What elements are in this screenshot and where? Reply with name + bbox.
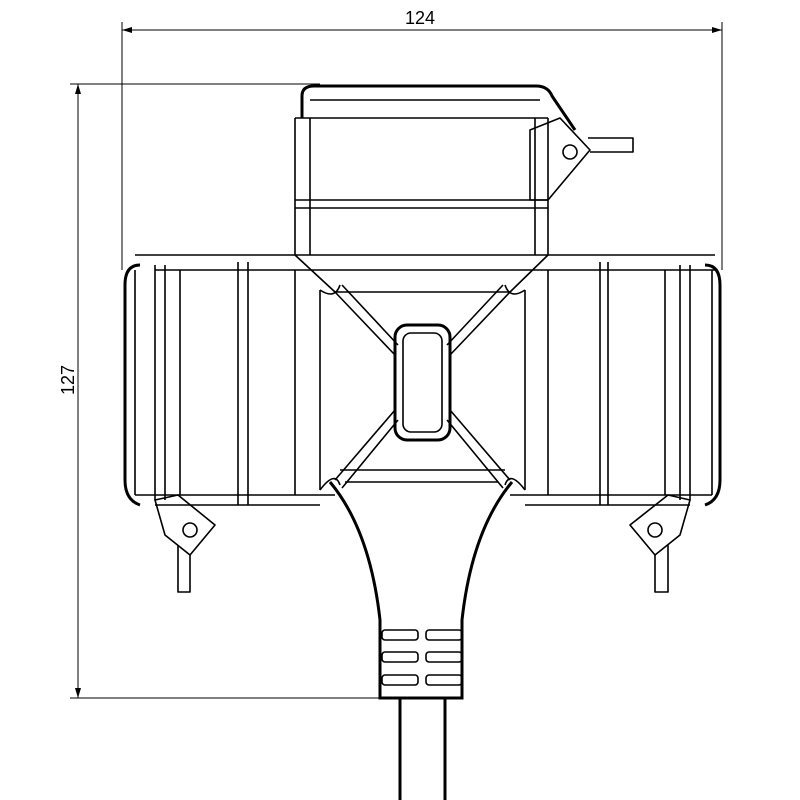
width-label: 124 <box>405 8 435 28</box>
center-button <box>393 323 452 442</box>
left-socket <box>123 262 341 507</box>
height-label: 127 <box>58 365 78 395</box>
plug-strain-relief <box>328 481 514 700</box>
right-hinge <box>629 494 691 593</box>
grip-ridges <box>381 629 463 686</box>
left-hinge <box>154 494 216 593</box>
screw-icon <box>562 144 578 160</box>
right-socket <box>504 262 722 507</box>
width-dimension: 124 <box>121 8 723 270</box>
top-hinge <box>529 117 634 201</box>
top-socket <box>294 84 634 255</box>
screw-icon <box>182 522 198 538</box>
screw-icon <box>647 522 663 538</box>
cable <box>398 698 447 800</box>
main-body <box>123 254 722 507</box>
height-dimension: 127 <box>58 83 395 699</box>
